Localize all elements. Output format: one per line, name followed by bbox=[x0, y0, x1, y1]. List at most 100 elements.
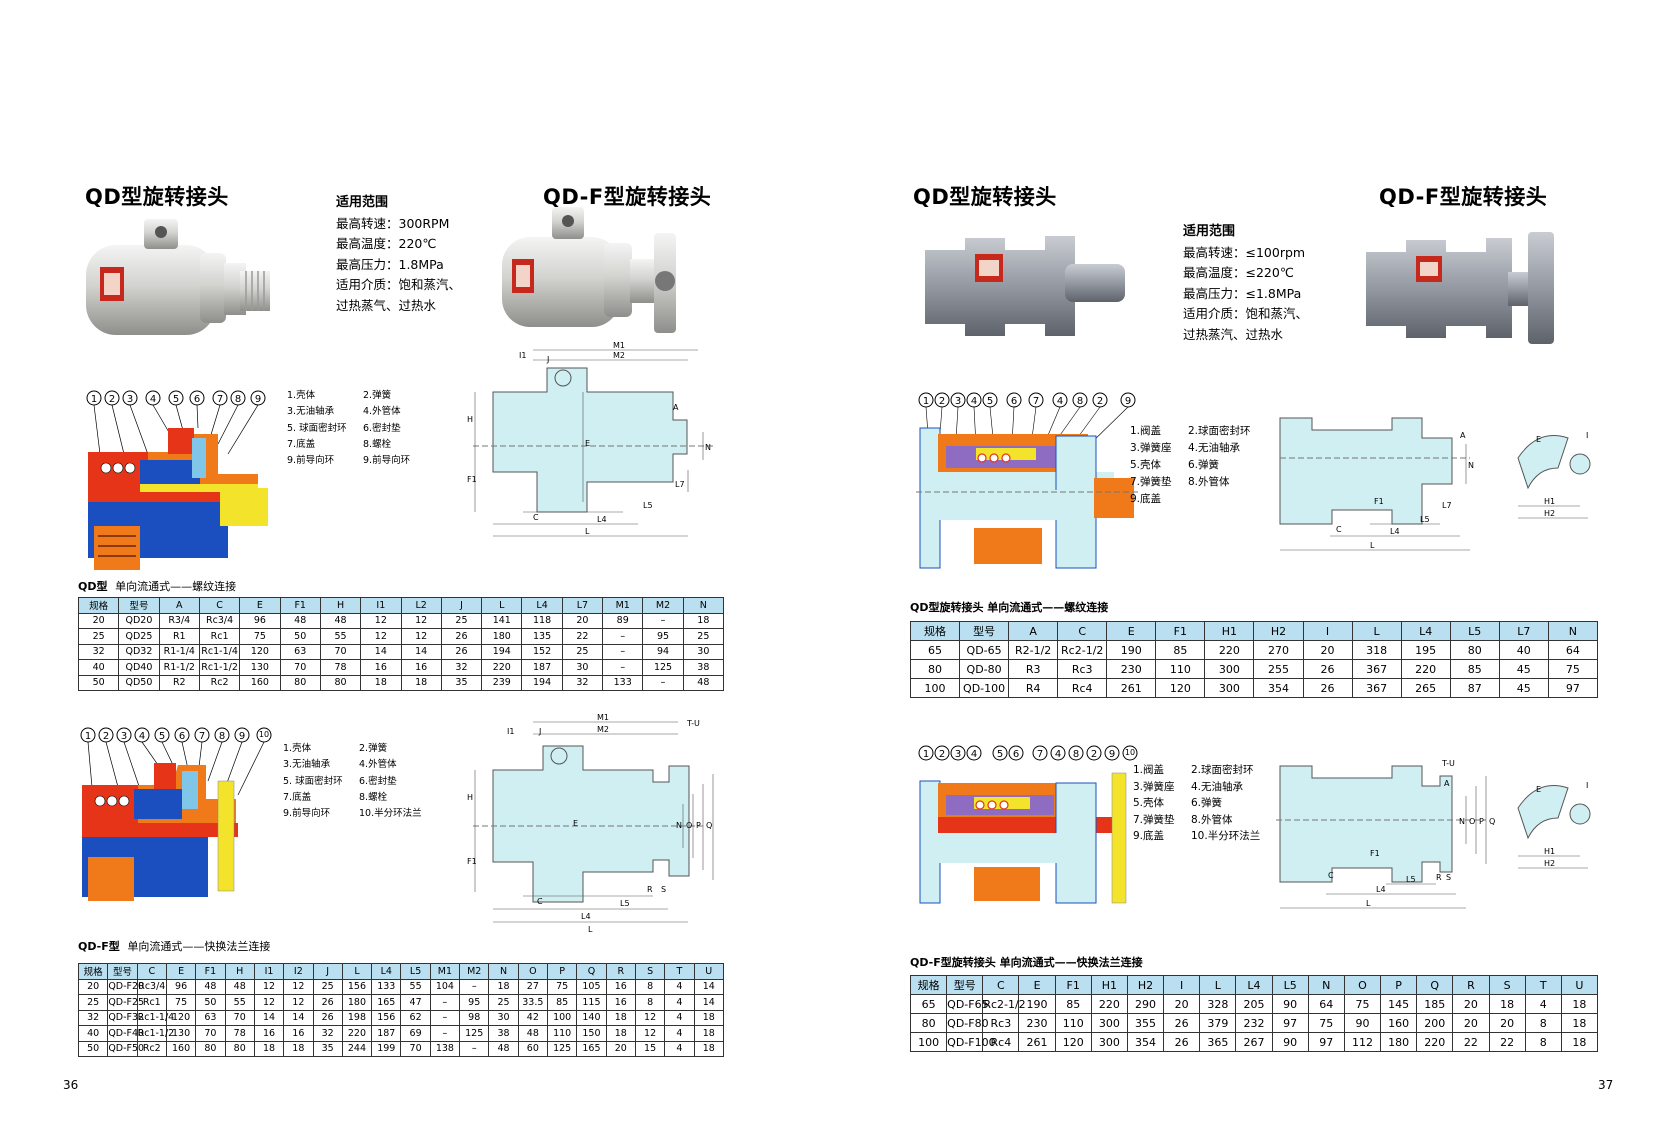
balloon-label: 8 bbox=[1077, 396, 1083, 407]
table-cell: 26 bbox=[312, 1009, 343, 1026]
right-scope-block: 适用范围 最高转速：≤100rpm 最高温度：≤220℃ 最高压力：≤1.8MP… bbox=[1183, 222, 1308, 345]
page-number-right: 37 bbox=[1598, 1078, 1614, 1092]
table-cell: 12 bbox=[253, 978, 285, 995]
table-cell: 190 bbox=[1106, 640, 1157, 660]
table-header-cell: I1 bbox=[253, 963, 285, 980]
dim-label: R bbox=[1436, 873, 1442, 882]
table-cell: 48 bbox=[195, 978, 226, 995]
balloon-label: 6 bbox=[1011, 396, 1017, 407]
table-cell: 18 bbox=[693, 1009, 725, 1026]
table-cell: 50 bbox=[279, 628, 321, 645]
table-cell: 80 bbox=[319, 674, 362, 691]
legend-item: 10.半分环法兰 bbox=[1191, 830, 1261, 842]
legend-item: 9.前导向环 bbox=[287, 455, 335, 467]
legend-item: 5. 球面密封环 bbox=[283, 775, 343, 787]
table-header-cell: L7 bbox=[561, 597, 604, 614]
table-header-cell: I2 bbox=[283, 963, 314, 980]
table-header-cell: Q bbox=[1416, 975, 1454, 995]
table-cell: R1 bbox=[158, 628, 200, 645]
dim-label: L5 bbox=[1420, 515, 1430, 524]
table-cell: 120 bbox=[1054, 1032, 1092, 1052]
table-cell: 104 bbox=[429, 978, 461, 995]
dim-label: M1 bbox=[597, 713, 609, 722]
dim-label: T-U bbox=[1441, 759, 1455, 768]
right-scope-line: 最高转速：≤100rpm bbox=[1183, 244, 1306, 260]
table-cell: 20 bbox=[1302, 640, 1353, 660]
dim-label: O bbox=[1469, 817, 1475, 826]
balloon-label: 2 bbox=[103, 731, 109, 742]
table-cell: 194 bbox=[481, 643, 523, 660]
balloon-label: 8 bbox=[235, 394, 241, 405]
table-cell: 18 bbox=[1560, 994, 1599, 1014]
legend-item: 6.密封垫 bbox=[363, 422, 401, 434]
table-header-cell: U bbox=[693, 963, 725, 980]
legend-item: 3.弹簧座 bbox=[1133, 780, 1175, 793]
table-cell: 80 bbox=[224, 1040, 255, 1057]
table-cell: 97 bbox=[1547, 678, 1599, 698]
table-cell: 12 bbox=[360, 628, 402, 645]
table-header-cell: T bbox=[664, 963, 695, 980]
legend-item: 8.螺栓 bbox=[363, 438, 392, 450]
qdf-section-drawing: 1 2 3 4 5 6 7 8 9 10 bbox=[80, 727, 272, 901]
dim-label: N bbox=[1468, 461, 1474, 470]
table-cell: – bbox=[429, 1025, 461, 1042]
table-header-cell: M2 bbox=[459, 963, 490, 980]
left-scope-block: 适用范围 最高转速：300RPM 最高温度：220℃ 最高压力：1.8MPa 适… bbox=[336, 193, 461, 316]
legend-item: 10.半分环法兰 bbox=[359, 808, 422, 820]
table-cell: 300 bbox=[1090, 1032, 1128, 1052]
table-cell: 25 bbox=[561, 643, 604, 660]
table-cell: 16 bbox=[253, 1025, 285, 1042]
qd-product-photo bbox=[86, 219, 270, 335]
table-cell: 300 bbox=[1204, 659, 1255, 679]
dim-label: Q bbox=[706, 821, 712, 830]
table-cell: 65 bbox=[909, 640, 961, 660]
table-cell: 261 bbox=[1106, 678, 1157, 698]
table-cell: 100 bbox=[909, 1032, 948, 1052]
table-cell: Rc2-1/2 bbox=[1057, 640, 1108, 660]
dim-label: A bbox=[673, 403, 679, 412]
table-cell: Rc2-1/2 bbox=[982, 994, 1026, 1014]
table-cell: 110 bbox=[546, 1025, 578, 1042]
table-cell: QD25 bbox=[118, 628, 160, 645]
dim-label: J bbox=[546, 355, 549, 364]
table-header-cell: C bbox=[1057, 621, 1108, 641]
dim-label: P bbox=[1479, 817, 1484, 826]
left-title-qdf: QD-F型旋转接头 bbox=[543, 185, 712, 209]
dim-label: H2 bbox=[1544, 859, 1555, 868]
table-cell: 75 bbox=[1307, 1013, 1345, 1033]
table-cell: 50 bbox=[195, 994, 226, 1011]
table-cell: R3/4 bbox=[158, 612, 200, 629]
table-cell: 96 bbox=[165, 978, 197, 995]
caption-bold: QD型 bbox=[78, 580, 108, 593]
dim-label: L bbox=[585, 527, 590, 536]
table-cell: 26 bbox=[1163, 1013, 1201, 1033]
dim-label: L4 bbox=[1390, 527, 1400, 536]
table-cell: QD-F40 bbox=[107, 1025, 144, 1042]
table-cell: 14 bbox=[253, 1009, 285, 1026]
table-cell: QD-F100 bbox=[946, 1032, 996, 1052]
table-cell: 8 bbox=[1524, 1032, 1562, 1052]
table-cell: 45 bbox=[1498, 659, 1549, 679]
table-cell: 60 bbox=[517, 1040, 549, 1057]
left-title-qd: QD型旋转接头 bbox=[85, 185, 229, 209]
right-title-qd: QD型旋转接头 bbox=[913, 185, 1057, 209]
dim-label: F1 bbox=[467, 857, 477, 866]
table-cell: 220 bbox=[341, 1025, 373, 1042]
table-cell: 25 bbox=[682, 628, 725, 645]
table-cell: – bbox=[429, 1009, 461, 1026]
balloon-label: 4 bbox=[971, 396, 977, 407]
table-cell: 4 bbox=[664, 994, 695, 1011]
table-cell: 90 bbox=[1343, 1013, 1382, 1033]
table-header-cell: L bbox=[1199, 975, 1237, 995]
table-cell: 12 bbox=[360, 612, 402, 629]
table-cell: 265 bbox=[1400, 678, 1451, 698]
table-cell: QD-F20 bbox=[107, 978, 144, 995]
qd-65-section-drawing: 1 2 3 4 5 6 7 4 8 2 9 bbox=[916, 392, 1138, 569]
table-header-cell: L4 bbox=[371, 963, 402, 980]
table-cell: 70 bbox=[400, 1040, 431, 1057]
